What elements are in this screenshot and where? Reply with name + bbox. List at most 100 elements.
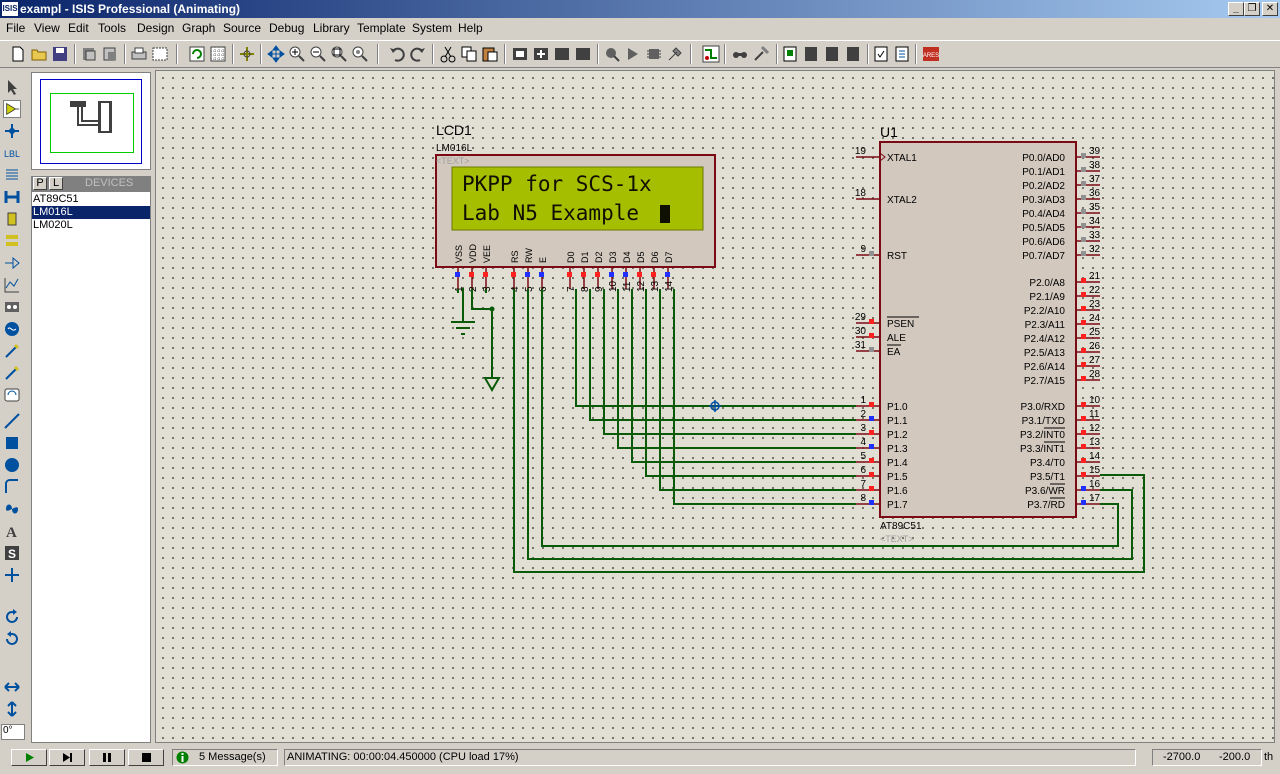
wire-label-icon[interactable]: LBL bbox=[3, 144, 21, 162]
export-icon[interactable] bbox=[101, 45, 119, 63]
print-area-icon[interactable] bbox=[151, 45, 169, 63]
zoom-in-icon[interactable] bbox=[288, 45, 306, 63]
line-tool-icon[interactable] bbox=[3, 412, 21, 430]
current-probe-icon[interactable] bbox=[3, 364, 21, 382]
import-icon[interactable] bbox=[80, 45, 98, 63]
new-sheet-icon[interactable] bbox=[781, 45, 799, 63]
stop-button[interactable] bbox=[128, 749, 164, 766]
wire bbox=[486, 308, 493, 379]
refresh-icon[interactable] bbox=[188, 45, 206, 63]
play-button[interactable] bbox=[11, 749, 47, 766]
property-assign-icon[interactable] bbox=[752, 45, 770, 63]
arc-tool-icon[interactable] bbox=[3, 478, 21, 496]
block-delete-icon[interactable] bbox=[574, 45, 592, 63]
component-mode-icon[interactable] bbox=[3, 100, 21, 118]
paste-icon[interactable] bbox=[481, 45, 499, 63]
virtual-instrument-icon[interactable] bbox=[3, 386, 21, 404]
rotation-angle-field[interactable]: 0° bbox=[1, 724, 25, 740]
menu-system[interactable]: System bbox=[412, 21, 453, 35]
menu-view[interactable]: View bbox=[34, 21, 60, 35]
netlist-to-ares-icon[interactable]: ARES bbox=[922, 45, 940, 63]
netlist-icon[interactable] bbox=[893, 45, 911, 63]
library-manager-tab[interactable]: L bbox=[49, 177, 63, 190]
pan-icon[interactable] bbox=[267, 45, 285, 63]
generator-icon[interactable] bbox=[3, 320, 21, 338]
minimize-button[interactable]: _ bbox=[1228, 2, 1244, 16]
pick-device-icon[interactable] bbox=[603, 45, 621, 63]
menu-source[interactable]: Source bbox=[223, 21, 262, 35]
zoom-out-icon[interactable] bbox=[309, 45, 327, 63]
block-copy-icon[interactable] bbox=[511, 45, 529, 63]
window-title: exampl - ISIS Professional (Animating) bbox=[20, 2, 241, 16]
redo-icon[interactable] bbox=[409, 45, 427, 63]
device-item-selected[interactable]: LM016L bbox=[32, 206, 150, 219]
pause-button[interactable] bbox=[89, 749, 125, 766]
mirror-x-icon[interactable] bbox=[3, 678, 21, 696]
symbol-tool-icon[interactable]: S bbox=[3, 544, 21, 562]
package-icon[interactable] bbox=[645, 45, 663, 63]
selection-mode-icon[interactable] bbox=[3, 78, 21, 96]
device-item[interactable]: AT89C51 bbox=[33, 193, 79, 205]
pick-device-tab[interactable]: P bbox=[33, 177, 47, 190]
rotate-anticlockwise-icon[interactable] bbox=[3, 630, 21, 648]
mirror-y-icon[interactable] bbox=[3, 700, 21, 718]
menu-tools[interactable]: Tools bbox=[98, 21, 127, 35]
make-device-icon[interactable] bbox=[624, 45, 642, 63]
print-icon[interactable] bbox=[130, 45, 148, 63]
menu-help[interactable]: Help bbox=[458, 21, 483, 35]
zoom-area-icon[interactable] bbox=[351, 45, 369, 63]
mcu-pin-name: P1.5 bbox=[887, 472, 908, 483]
exit-to-parent-icon[interactable] bbox=[823, 45, 841, 63]
subcircuit-icon[interactable] bbox=[3, 210, 21, 228]
new-file-icon[interactable] bbox=[9, 45, 27, 63]
restore-button[interactable]: ❐ bbox=[1244, 2, 1260, 16]
voltage-probe-icon[interactable] bbox=[3, 342, 21, 360]
decompose-icon[interactable] bbox=[666, 45, 684, 63]
text-tool-icon[interactable]: A bbox=[3, 522, 21, 540]
junction-dot-icon[interactable] bbox=[3, 122, 21, 140]
menu-debug[interactable]: Debug bbox=[269, 21, 305, 35]
mcu-pin-state bbox=[1081, 362, 1086, 367]
cut-icon[interactable] bbox=[439, 45, 457, 63]
circle-tool-icon[interactable] bbox=[3, 456, 21, 474]
closed-path-icon[interactable] bbox=[3, 500, 21, 518]
mcu-pin-state bbox=[869, 319, 874, 324]
remove-sheet-icon[interactable] bbox=[802, 45, 820, 63]
mcu-pin-number: 36 bbox=[1089, 188, 1101, 199]
close-button[interactable]: ✕ bbox=[1262, 2, 1278, 16]
wire-autorouter-icon[interactable] bbox=[702, 45, 720, 63]
schematic-canvas[interactable]: LCD1 LM016L <TEXT> PKPP for SCS-1x Lab N… bbox=[155, 70, 1275, 743]
search-tag-icon[interactable] bbox=[731, 45, 749, 63]
device-pins-icon[interactable] bbox=[3, 254, 21, 272]
text-script-icon[interactable] bbox=[3, 166, 21, 184]
overview-window[interactable] bbox=[31, 72, 151, 170]
zoom-all-icon[interactable] bbox=[330, 45, 348, 63]
message-box[interactable]: 5 Message(s) bbox=[172, 749, 278, 766]
tape-recorder-icon[interactable] bbox=[3, 298, 21, 316]
block-rotate-icon[interactable] bbox=[553, 45, 571, 63]
rotate-clockwise-icon[interactable] bbox=[3, 608, 21, 626]
menu-design[interactable]: Design bbox=[137, 21, 175, 35]
menu-graph[interactable]: Graph bbox=[182, 21, 216, 35]
step-button[interactable] bbox=[49, 749, 85, 766]
marker-tool-icon[interactable] bbox=[3, 566, 21, 584]
bill-of-materials-icon[interactable] bbox=[844, 45, 862, 63]
open-folder-icon[interactable] bbox=[30, 45, 48, 63]
menu-edit[interactable]: Edit bbox=[68, 21, 89, 35]
electrical-rule-check-icon[interactable] bbox=[872, 45, 890, 63]
undo-icon[interactable] bbox=[388, 45, 406, 63]
save-icon[interactable] bbox=[51, 45, 69, 63]
bus-icon[interactable] bbox=[3, 188, 21, 206]
origin-icon[interactable] bbox=[238, 45, 256, 63]
menu-file[interactable]: File bbox=[6, 21, 26, 35]
menu-template[interactable]: Template bbox=[357, 21, 406, 35]
menu-library[interactable]: Library bbox=[313, 21, 350, 35]
graph-icon[interactable] bbox=[3, 276, 21, 294]
device-item[interactable]: LM020L bbox=[33, 219, 73, 231]
terminals-icon[interactable] bbox=[3, 232, 21, 250]
block-move-icon[interactable] bbox=[532, 45, 550, 63]
box-tool-icon[interactable] bbox=[3, 434, 21, 452]
grid-icon[interactable] bbox=[209, 45, 227, 63]
mcu-body[interactable] bbox=[879, 141, 1077, 518]
copy-icon[interactable] bbox=[460, 45, 478, 63]
